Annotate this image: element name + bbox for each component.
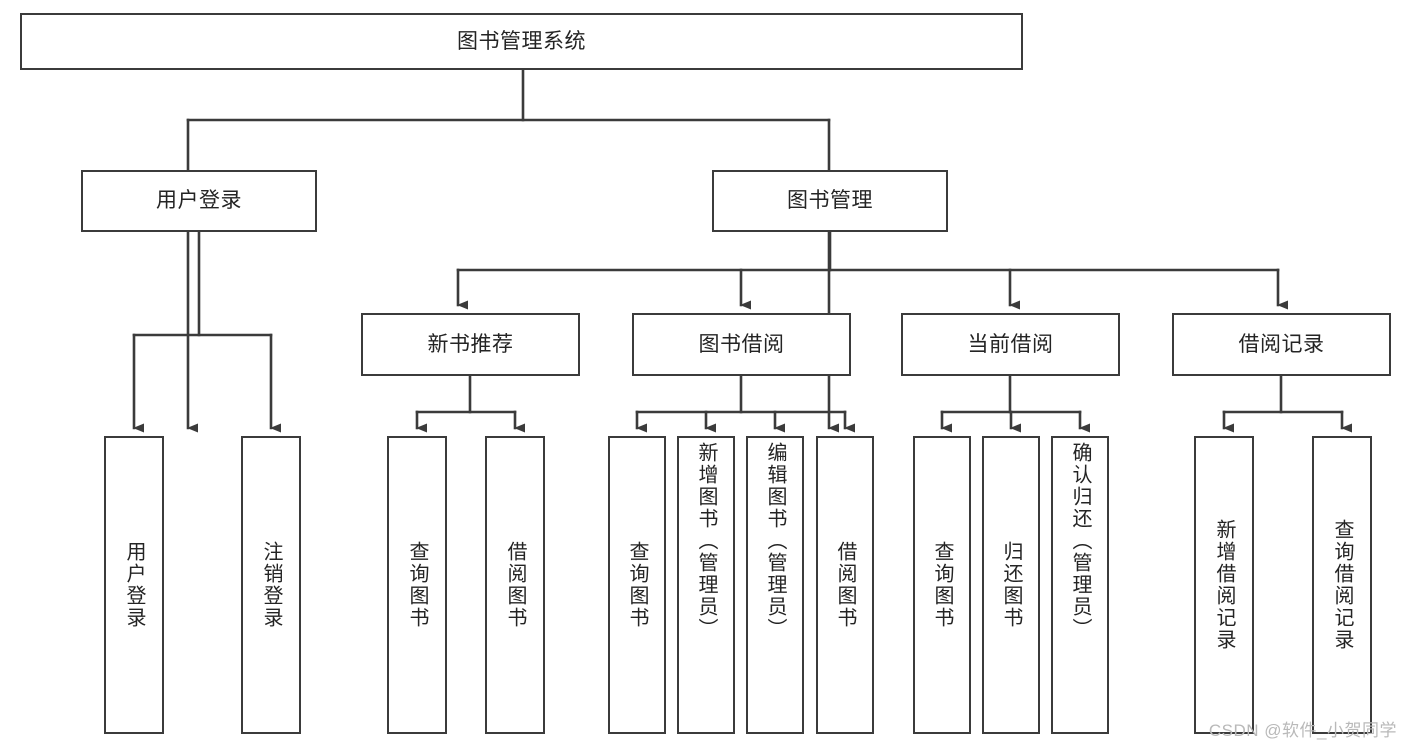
node-current-borrow-label: 当前借阅 [967,332,1054,356]
leaf-return-book-label: 归还图书 [1000,541,1022,629]
leaf-add-borrow-record[interactable]: 新增借阅记录 [1194,436,1254,734]
node-user-login-label: 用户登录 [156,189,242,213]
leaf-add-book-admin-label: 新增图书（管理员） [695,442,717,640]
node-book-management-label: 图书管理 [787,189,873,213]
leaf-query-book-newbook-label: 查询图书 [406,541,428,629]
node-book-borrow[interactable]: 图书借阅 [632,313,851,376]
node-borrow-record-label: 借阅记录 [1238,332,1325,356]
node-new-book-recommend[interactable]: 新书推荐 [361,313,580,376]
leaf-logout-label: 注销登录 [260,541,282,629]
leaf-return-book[interactable]: 归还图书 [982,436,1040,734]
leaf-add-book-admin[interactable]: 新增图书（管理员） [677,436,735,734]
leaf-query-borrow-record[interactable]: 查询借阅记录 [1312,436,1372,734]
leaf-edit-book-admin-label: 编辑图书（管理员） [764,442,786,640]
leaf-logout[interactable]: 注销登录 [241,436,301,734]
node-borrow-record[interactable]: 借阅记录 [1172,313,1391,376]
leaf-query-borrow-record-label: 查询借阅记录 [1331,519,1353,651]
leaf-user-login-label: 用户登录 [123,541,145,629]
leaf-user-login[interactable]: 用户登录 [104,436,164,734]
leaf-edit-book-admin[interactable]: 编辑图书（管理员） [746,436,804,734]
leaf-borrow-book[interactable]: 借阅图书 [816,436,874,734]
leaf-query-book-newbook[interactable]: 查询图书 [387,436,447,734]
leaf-query-book-current[interactable]: 查询图书 [913,436,971,734]
leaf-borrow-book-newbook-label: 借阅图书 [504,541,526,629]
leaf-add-borrow-record-label: 新增借阅记录 [1213,519,1235,651]
leaf-borrow-book-label: 借阅图书 [834,541,856,629]
node-new-book-recommend-label: 新书推荐 [427,332,514,356]
node-book-borrow-label: 图书借阅 [698,332,785,356]
node-root[interactable]: 图书管理系统 [20,13,1023,70]
node-current-borrow[interactable]: 当前借阅 [901,313,1120,376]
leaf-confirm-return-admin[interactable]: 确认归还（管理员） [1051,436,1109,734]
node-book-management[interactable]: 图书管理 [712,170,948,232]
leaf-confirm-return-admin-label: 确认归还（管理员） [1069,442,1091,640]
leaf-query-book-borrow-label: 查询图书 [626,541,648,629]
leaf-borrow-book-newbook[interactable]: 借阅图书 [485,436,545,734]
node-user-login[interactable]: 用户登录 [81,170,317,232]
leaf-query-book-borrow[interactable]: 查询图书 [608,436,666,734]
leaf-query-book-current-label: 查询图书 [931,541,953,629]
node-root-label: 图书管理系统 [457,29,586,53]
